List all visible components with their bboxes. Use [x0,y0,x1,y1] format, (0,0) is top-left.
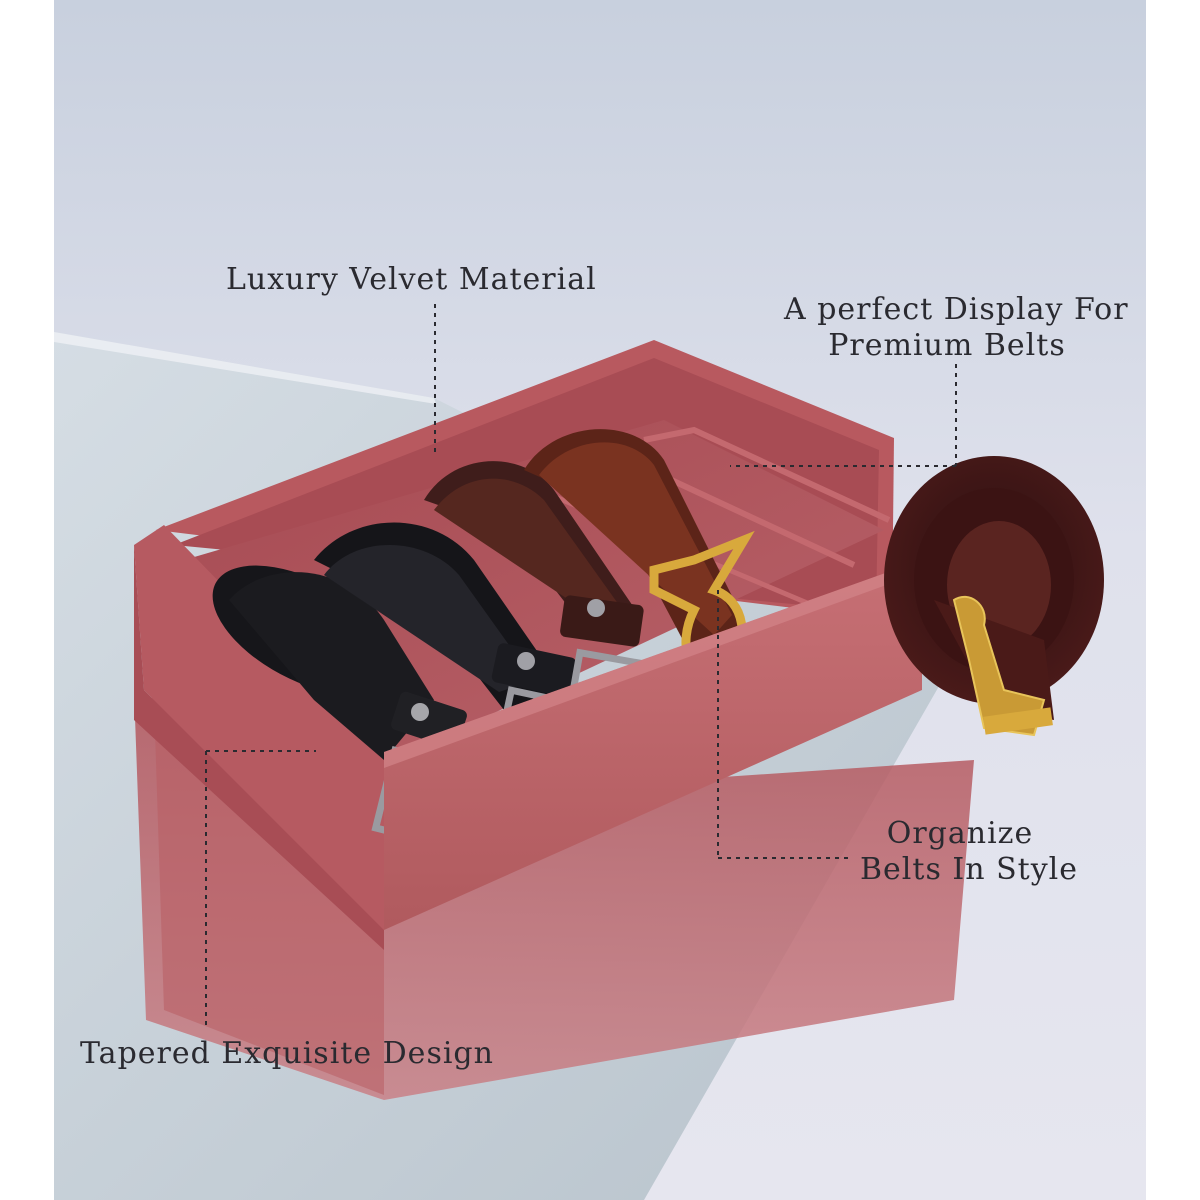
callout-organize-belts: Organize Belts In Style [860,816,1078,888]
brown-belt [424,461,673,727]
callout-premium-display: A perfect Display For Premium Belts [784,292,1129,364]
callout-organize-line1: Organize [886,816,1034,851]
product-photo [54,0,1146,1200]
callout-leader-lines [205,304,957,1030]
box-front-panel [384,570,922,930]
callout-velvet-material: Luxury Velvet Material [226,262,597,298]
callout-velvet-text: Luxury Velvet Material [226,262,597,297]
rolled-belt [884,456,1104,737]
callout-tapered-text: Tapered Exquisite Design [80,1036,494,1071]
black-belt-2 [314,522,614,774]
callout-tapered-design: Tapered Exquisite Design [80,1036,494,1072]
callout-organize-line2: Belts In Style [860,852,1078,887]
gold-jaguar-buckle [952,595,1046,737]
box-left-side [134,525,384,930]
callout-display-line2: Premium Belts [828,328,1066,363]
callout-display-line1: A perfect Display For [784,292,1129,327]
